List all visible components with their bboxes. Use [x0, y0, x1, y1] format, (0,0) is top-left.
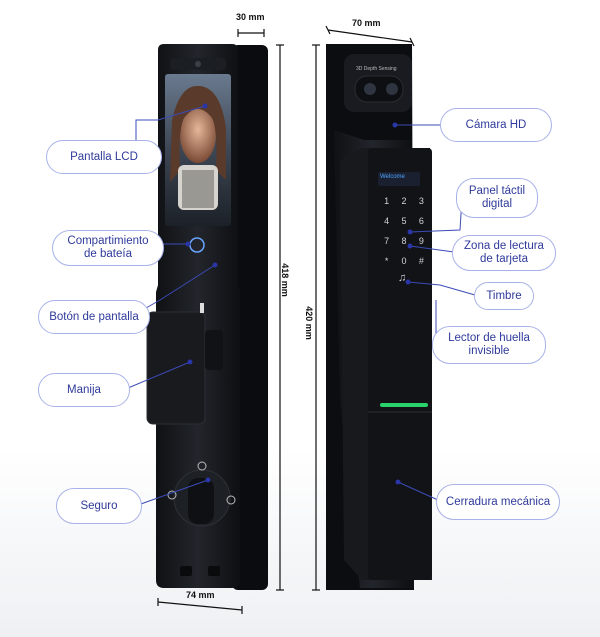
dim-width-side: 70 mm	[352, 18, 381, 28]
key-3[interactable]: 3	[418, 196, 424, 206]
key-1[interactable]: 1	[384, 196, 390, 206]
dim-width-bottom: 74 mm	[186, 590, 215, 600]
callout-handle: Manija	[38, 373, 130, 407]
dim-height-side: 420 mm	[303, 306, 314, 340]
key-hash[interactable]: #	[418, 256, 424, 266]
dim-height-front: 418 mm	[279, 263, 290, 297]
callout-battery-compartment: Compartimiento de bateía	[52, 230, 164, 266]
callout-touch-panel: Panel táctil digital	[456, 178, 538, 218]
side-lock	[326, 44, 432, 590]
key-9[interactable]: 9	[418, 236, 424, 246]
face-image	[180, 107, 216, 163]
leader-dots	[185, 103, 413, 485]
key-0[interactable]: 0	[401, 256, 407, 266]
key-5[interactable]: 5	[401, 216, 407, 226]
keypad: 1 2 3 4 5 6 7 8 9 * 0 #	[378, 196, 430, 266]
front-lock	[146, 44, 268, 590]
callout-mechanical-lock: Cerradura mecánica	[436, 484, 560, 520]
callout-card-reading-zone: Zona de lectura de tarjeta	[452, 235, 556, 271]
front-backplate	[232, 45, 268, 590]
camera-caption: 3D Depth Sensing	[356, 66, 397, 72]
display-text: Welcome	[380, 174, 405, 180]
key-7[interactable]: 7	[384, 236, 390, 246]
key-6[interactable]: 6	[418, 216, 424, 226]
dim-width-top: 30 mm	[236, 12, 265, 22]
fingerprint-light	[380, 403, 428, 407]
callout-lcd-screen: Pantalla LCD	[46, 140, 162, 174]
display-strip	[378, 172, 420, 186]
key-8[interactable]: 8	[401, 236, 407, 246]
bell-icon[interactable]: ♫	[398, 272, 407, 284]
key-2[interactable]: 2	[401, 196, 407, 206]
callout-hd-camera: Cámara HD	[440, 108, 552, 142]
key-star[interactable]: *	[384, 256, 389, 266]
callout-screen-button: Botón de pantalla	[38, 300, 150, 334]
touch-panel	[368, 148, 432, 580]
callout-doorbell: Timbre	[474, 282, 534, 310]
callout-lock: Seguro	[56, 488, 142, 524]
dimension-lines	[157, 25, 415, 614]
callout-fingerprint-reader: Lector de huella invisible	[432, 326, 546, 364]
key-4[interactable]: 4	[384, 216, 390, 226]
